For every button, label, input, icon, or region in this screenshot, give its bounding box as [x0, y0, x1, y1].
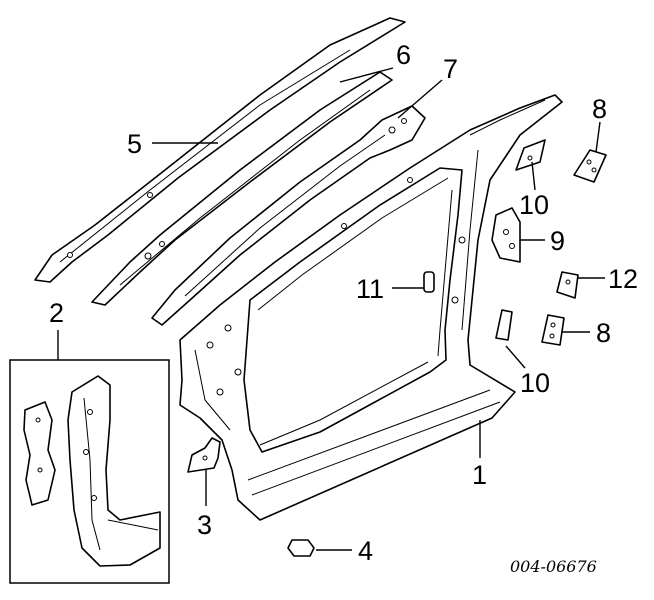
callout-8-upper: 8 [592, 94, 607, 124]
reference-number: 004-06676 [510, 557, 597, 576]
grommet-part [287, 539, 315, 557]
callout-3: 3 [197, 510, 212, 540]
callout-8-lower: 8 [596, 318, 611, 348]
callout-5: 5 [127, 129, 142, 159]
filler-lower-part [495, 309, 513, 341]
hinge-reinforcement-part [491, 207, 521, 263]
callout-11: 11 [356, 274, 384, 304]
callout-12: 12 [608, 264, 638, 294]
inset-box [9, 359, 170, 584]
roof-rail-outer-part [34, 17, 406, 283]
callout-7: 7 [443, 54, 458, 84]
filler-upper-part [515, 139, 546, 171]
callout-6: 6 [396, 40, 411, 70]
callout-2: 2 [49, 298, 64, 328]
callout-1: 1 [472, 460, 487, 490]
leader-lines [57, 67, 605, 551]
callout-10-upper: 10 [519, 190, 549, 220]
hinge-pillar-bracket-part [187, 437, 221, 473]
callout-4: 4 [358, 536, 373, 566]
bracket-small-part [556, 271, 579, 299]
callout-9: 9 [550, 226, 565, 256]
bracket-upper-part [573, 149, 607, 183]
bracket-lower-part [541, 314, 565, 346]
roof-rail-reinforcement-part [91, 71, 393, 306]
body-side-aperture-part [179, 94, 563, 521]
plug-part [423, 271, 435, 293]
roof-rail-inner-part [151, 105, 426, 326]
callout-10-lower: 10 [520, 368, 550, 398]
